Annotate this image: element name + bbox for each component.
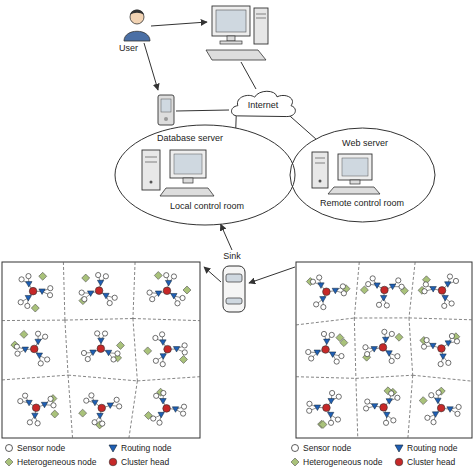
legend-text: Routing node	[121, 443, 172, 453]
legend-text: Cluster head	[407, 457, 455, 467]
connector-line	[290, 116, 316, 139]
legend-text: Cluster head	[121, 457, 169, 467]
node-label: Database server	[157, 134, 223, 144]
legend-swatch	[108, 457, 118, 467]
phone-icon	[158, 95, 174, 125]
legend-swatch	[290, 443, 300, 453]
legend-text: Sensor node	[303, 443, 351, 453]
legend-text: Heterogeneous node	[17, 457, 96, 467]
user-arrow	[144, 43, 158, 90]
sink-node: Sink	[210, 250, 254, 320]
legend-swatch	[108, 443, 118, 453]
legend-entry: Routing node	[394, 442, 458, 454]
internet-wire	[176, 110, 229, 111]
field-arrow	[204, 267, 221, 282]
sink-car-icon	[223, 266, 245, 312]
legend-entry: Sensor node	[4, 442, 65, 454]
field-arrow	[249, 267, 295, 283]
internet-wire	[241, 62, 256, 89]
legend-swatch	[394, 457, 404, 467]
legend-entry: Sensor node	[290, 442, 351, 454]
node-label: Internet	[248, 101, 279, 111]
internet-cloud: Internet	[228, 88, 298, 122]
database-server-icon	[142, 150, 214, 196]
node-label: Web server	[342, 139, 388, 149]
legend-entry: Cluster head	[108, 456, 169, 468]
legend-swatch	[290, 457, 300, 467]
computer-icon	[206, 6, 268, 60]
legend-entry: Heterogeneous node	[4, 456, 96, 468]
user-label: User	[119, 44, 138, 54]
control-room-ellipse: Web serverRemote control room	[290, 128, 435, 222]
user-icon	[124, 10, 150, 41]
sensor-fields	[2, 262, 472, 438]
node-label: Local control room	[170, 202, 244, 212]
legend-entry: Cluster head	[394, 456, 455, 468]
legend-swatch	[394, 443, 404, 453]
legend-text: Sensor node	[17, 443, 65, 453]
control-room-ellipse: Database serverLocal control room	[115, 125, 295, 225]
user-arrow	[151, 22, 207, 26]
node-label: Remote control room	[320, 199, 404, 209]
legend-text: Routing node	[407, 443, 458, 453]
legend-swatch	[4, 443, 14, 453]
legend-swatch	[4, 457, 14, 467]
legend-entry: Heterogeneous node	[290, 456, 382, 468]
connector-line	[235, 116, 236, 128]
connector-line	[221, 224, 232, 250]
web-server-icon	[312, 152, 380, 194]
node-label: Sink	[223, 252, 241, 262]
legend-entry: Routing node	[108, 442, 172, 454]
legend-text: Heterogeneous node	[303, 457, 382, 467]
